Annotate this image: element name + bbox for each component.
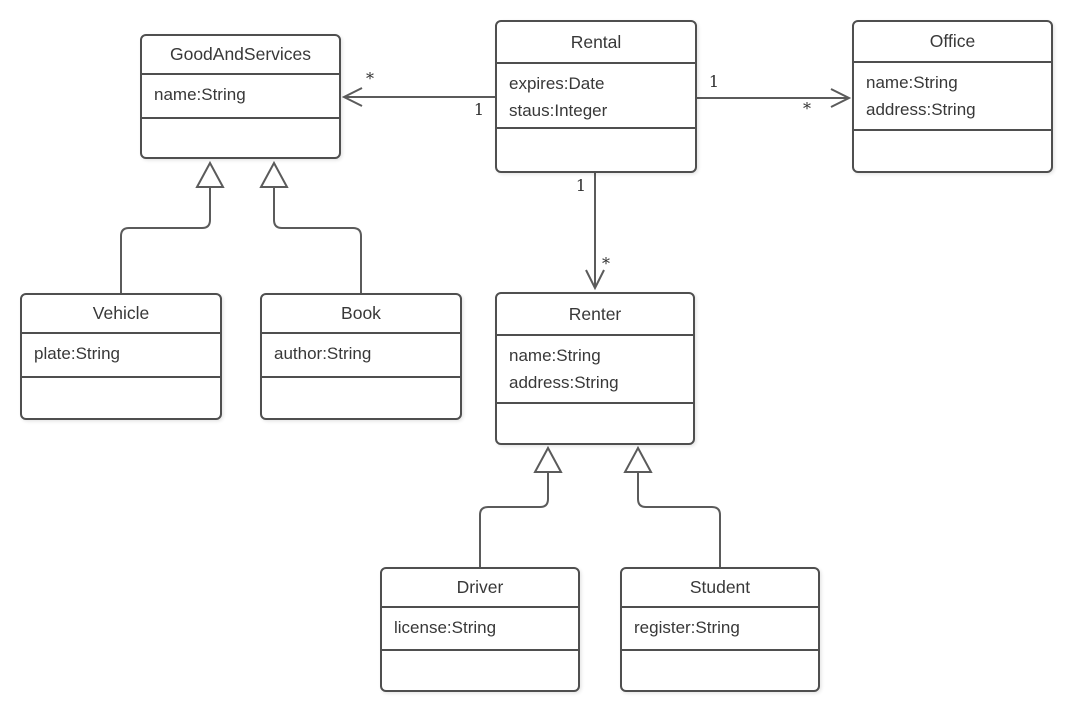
- class-name: Student: [689, 577, 751, 597]
- multiplicity-label: 1: [709, 72, 719, 91]
- operations-compartment: [854, 129, 1051, 171]
- open-arrowhead-icon: [341, 87, 363, 107]
- open-arrowhead-icon: [585, 269, 605, 291]
- association-rental-goodandservices: * 1: [341, 69, 495, 119]
- open-arrowhead-icon: [830, 88, 852, 108]
- generalization-vehicle-goodandservices: [120, 160, 225, 293]
- class-name: Office: [929, 31, 976, 51]
- class-box-renter: Renter name:String address:String: [495, 292, 695, 445]
- class-attributes: name:String address:String: [854, 61, 1051, 129]
- attribute: author:String: [274, 344, 372, 363]
- generalization-driver-renter: [479, 445, 563, 567]
- generalization-arrowhead-icon: [259, 160, 289, 188]
- multiplicity-label: *: [366, 69, 374, 88]
- attribute: expires:Date: [509, 74, 605, 93]
- class-name: Driver: [456, 577, 504, 597]
- attribute: license:String: [394, 618, 497, 637]
- class-name: Renter: [568, 303, 622, 324]
- class-box-rental: Rental expires:Date staus:Integer: [495, 20, 697, 173]
- operations-compartment: [497, 127, 695, 171]
- class-name: Vehicle: [92, 303, 150, 323]
- operations-compartment: [497, 402, 693, 443]
- multiplicity-label: 1: [576, 176, 586, 195]
- multiplicity-label: 1: [474, 100, 484, 119]
- operations-compartment: [22, 376, 220, 418]
- class-box-book: Book author:String: [260, 293, 462, 420]
- attribute: address:String: [866, 100, 976, 119]
- generalization-arrowhead-icon: [623, 445, 653, 473]
- class-box-student: Student register:String: [620, 567, 820, 692]
- operations-compartment: [382, 649, 578, 690]
- operations-compartment: [622, 649, 818, 690]
- class-attributes: name:String: [142, 73, 339, 117]
- class-attributes: name:String address:String: [497, 334, 693, 402]
- class-box-driver: Driver license:String: [380, 567, 580, 692]
- class-name: GoodAndServices: [169, 44, 312, 64]
- attribute: name:String: [509, 346, 601, 365]
- attribute: name:String: [866, 73, 958, 92]
- attribute: name:String: [154, 85, 246, 104]
- attribute: staus:Integer: [509, 101, 608, 120]
- class-attributes: license:String: [382, 606, 578, 649]
- association-rental-renter: 1 *: [576, 173, 610, 291]
- attribute: plate:String: [34, 344, 120, 363]
- association-rental-office: 1 *: [697, 72, 852, 118]
- operations-compartment: [262, 376, 460, 418]
- generalization-arrowhead-icon: [533, 445, 563, 473]
- generalization-student-renter: [623, 445, 721, 567]
- generalization-book-goodandservices: [259, 160, 362, 293]
- class-attributes: author:String: [262, 332, 460, 376]
- multiplicity-label: *: [803, 99, 811, 118]
- multiplicity-label: *: [602, 254, 610, 273]
- class-attributes: plate:String: [22, 332, 220, 376]
- class-attributes: register:String: [622, 606, 818, 649]
- class-box-vehicle: Vehicle plate:String: [20, 293, 222, 420]
- class-box-goodandservices: GoodAndServices name:String: [140, 34, 341, 159]
- generalization-arrowhead-icon: [195, 160, 225, 188]
- attribute: register:String: [634, 618, 740, 637]
- class-name: Rental: [570, 31, 622, 52]
- class-name: Book: [341, 303, 381, 323]
- operations-compartment: [142, 117, 339, 157]
- attribute: address:String: [509, 373, 619, 392]
- class-attributes: expires:Date staus:Integer: [497, 62, 695, 127]
- class-box-office: Office name:String address:String: [852, 20, 1053, 173]
